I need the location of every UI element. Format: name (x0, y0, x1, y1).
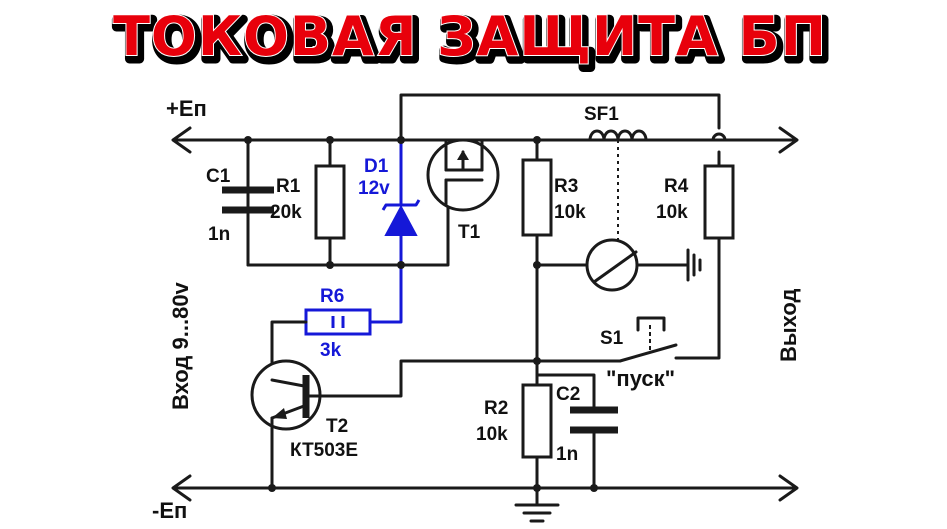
c1-value: 1n (208, 224, 230, 245)
resistor-r1 (314, 164, 346, 240)
resistor-r4 (674, 150, 735, 360)
junction-dots (244, 136, 598, 492)
wire-crossover (711, 132, 727, 142)
r1-value: 20k (270, 202, 302, 223)
relay-sf1 (535, 129, 702, 292)
c2-name: C2 (556, 384, 580, 405)
sf1-name: SF1 (584, 104, 619, 125)
r4-name: R4 (664, 176, 689, 197)
positive-rail (171, 126, 799, 154)
d1-name: D1 (364, 156, 389, 177)
d1-value: 12v (358, 178, 390, 199)
output-label: Выход (776, 288, 801, 362)
c1-name: C1 (206, 166, 231, 187)
t2-name: T2 (326, 416, 348, 437)
resistor-r2 (514, 359, 560, 523)
r3-value: 10k (554, 202, 586, 223)
input-label: Вход 9...80v (168, 281, 193, 410)
r6-name: R6 (320, 286, 344, 307)
r3-name: R3 (554, 176, 578, 197)
title-group: ТОКОВАЯ ЗАЩИТА БП ТОКОВАЯ ЗАЩИТА БП (112, 4, 834, 77)
wire-c1-r1-bottom (246, 138, 450, 267)
r1-name: R1 (276, 176, 301, 197)
mosfet-t1 (426, 138, 500, 212)
negative-rail (171, 474, 799, 502)
s1-value: "пуск" (606, 366, 675, 391)
negative-rail-label: -Еп (152, 498, 187, 523)
switch-s1 (535, 316, 678, 363)
t2-value: КТ503Е (290, 440, 358, 461)
r2-value: 10k (476, 424, 508, 445)
t1-name: T1 (458, 222, 481, 243)
capacitor-c2 (535, 373, 618, 490)
transistor-t2 (250, 359, 539, 490)
page-title-shadow: ТОКОВАЯ ЗАЩИТА БП (116, 9, 830, 72)
resistor-r6 (270, 265, 403, 382)
zener-d1 (381, 140, 421, 265)
s1-name: S1 (600, 328, 624, 349)
r4-value: 10k (656, 202, 688, 223)
r2-name: R2 (484, 398, 508, 419)
r6-value: 3k (320, 340, 342, 361)
positive-rail-label: +Еп (166, 96, 207, 121)
capacitor-c1 (222, 138, 274, 267)
c2-value: 1n (556, 444, 578, 465)
page-title: ТОКОВАЯ ЗАЩИТА БП (113, 5, 827, 68)
top-bypass-wire (399, 93, 721, 142)
